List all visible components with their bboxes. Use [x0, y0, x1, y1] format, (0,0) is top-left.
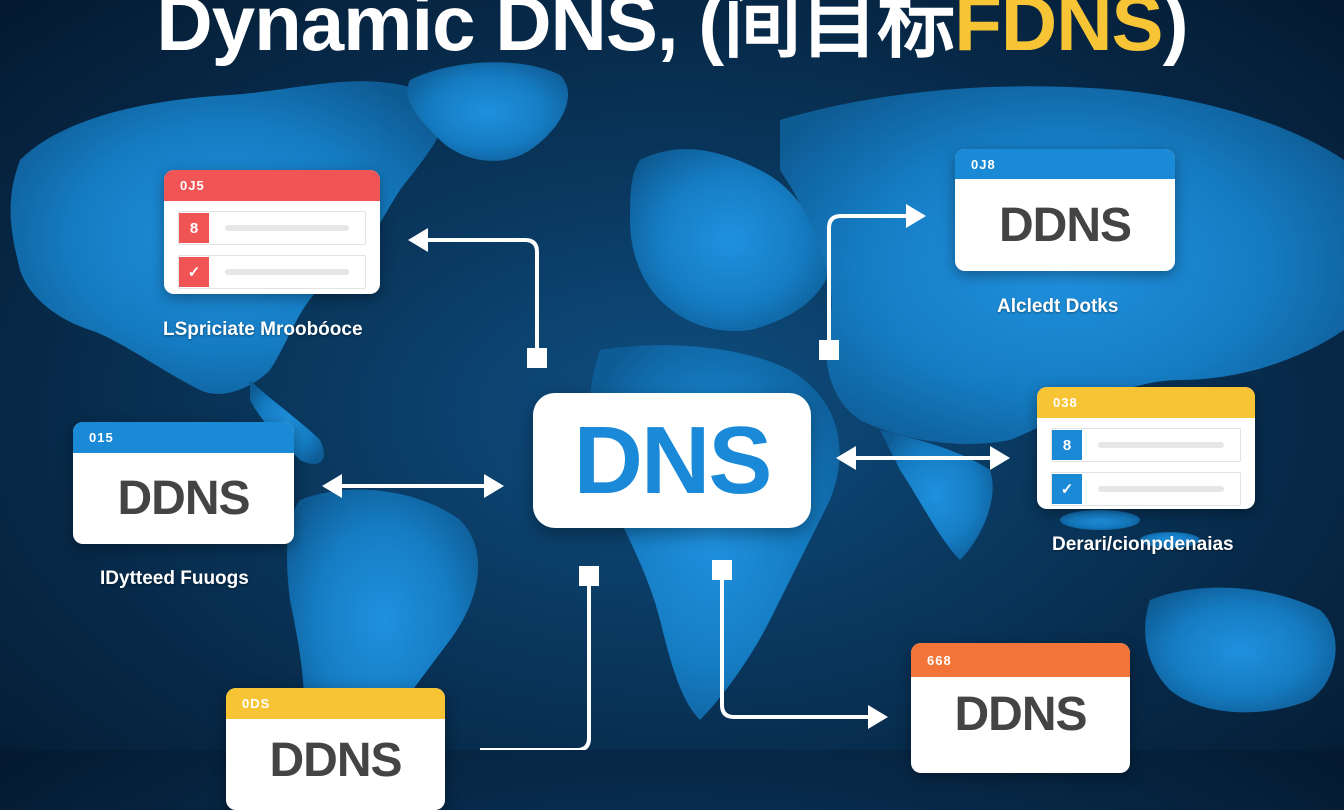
card-mid-right[interactable]: 038 8 ✓: [1037, 387, 1255, 509]
card-header: 0J5: [164, 170, 380, 201]
center-dns-node[interactable]: DNS: [533, 393, 811, 528]
card-header: 0DS: [226, 688, 445, 719]
list-row[interactable]: 8: [1051, 428, 1241, 462]
list-row[interactable]: 8: [178, 211, 366, 245]
card-header: 015: [73, 422, 294, 453]
arrowhead-icon: [322, 474, 342, 498]
card-label: DDNS: [269, 734, 402, 787]
card-header: 668: [911, 643, 1130, 677]
connector-top-left: [425, 238, 539, 352]
user-icon: 8: [179, 213, 209, 243]
endpoint-square-icon: [819, 340, 839, 360]
world-map-background: [10, 62, 1344, 750]
card-bottom-right[interactable]: 668 DDNS: [911, 643, 1130, 773]
connector-top-right: [827, 214, 908, 346]
arrowhead-icon: [990, 446, 1010, 470]
arrowhead-icon: [408, 228, 428, 252]
placeholder-bar: [1098, 486, 1224, 492]
card-caption-mid-left: IDytteed Fuuogs: [100, 568, 249, 589]
card-bottom-left[interactable]: 0DS DDNS: [226, 688, 445, 810]
card-caption-top-right: Alcledt Dotks: [997, 296, 1119, 317]
title-prefix: Dynamic DNS, (间目标: [156, 0, 955, 67]
card-mid-left[interactable]: 015 DDNS: [73, 422, 294, 544]
title-suffix: ): [1162, 0, 1189, 67]
card-top-left[interactable]: 0J5 8 ✓: [164, 170, 380, 294]
arrowhead-icon: [484, 474, 504, 498]
title-accent: FDNS: [954, 0, 1163, 67]
user-icon: 8: [1052, 430, 1082, 460]
card-header: 0J8: [955, 149, 1175, 179]
card-caption-mid-right: Derari/cionpdenaias: [1052, 534, 1234, 555]
arrowhead-icon: [836, 446, 856, 470]
placeholder-bar: [225, 225, 349, 231]
check-icon: ✓: [1052, 474, 1082, 504]
endpoint-square-icon: [712, 560, 732, 580]
placeholder-bar: [225, 269, 349, 275]
card-label: DDNS: [998, 198, 1132, 252]
placeholder-bar: [1098, 442, 1224, 448]
card-caption-top-left: LSpriciate Mroobóoce: [163, 319, 363, 340]
page-title: Dynamic DNS, (间目标FDNS): [0, 0, 1344, 68]
card-label: DDNS: [117, 472, 250, 525]
card-label: DDNS: [954, 687, 1087, 741]
arrowhead-icon: [868, 705, 888, 729]
list-row[interactable]: ✓: [178, 255, 366, 289]
connector-bottom-left: [480, 580, 591, 750]
arrowhead-icon: [906, 204, 926, 228]
check-icon: ✓: [179, 257, 209, 287]
connector-lines: [0, 0, 1344, 750]
list-row[interactable]: ✓: [1051, 472, 1241, 506]
card-top-right[interactable]: 0J8 DDNS: [955, 149, 1175, 271]
endpoint-square-icon: [579, 566, 599, 586]
card-header: 038: [1037, 387, 1255, 418]
connector-bottom-right: [720, 573, 872, 719]
endpoint-square-icon: [527, 348, 547, 368]
